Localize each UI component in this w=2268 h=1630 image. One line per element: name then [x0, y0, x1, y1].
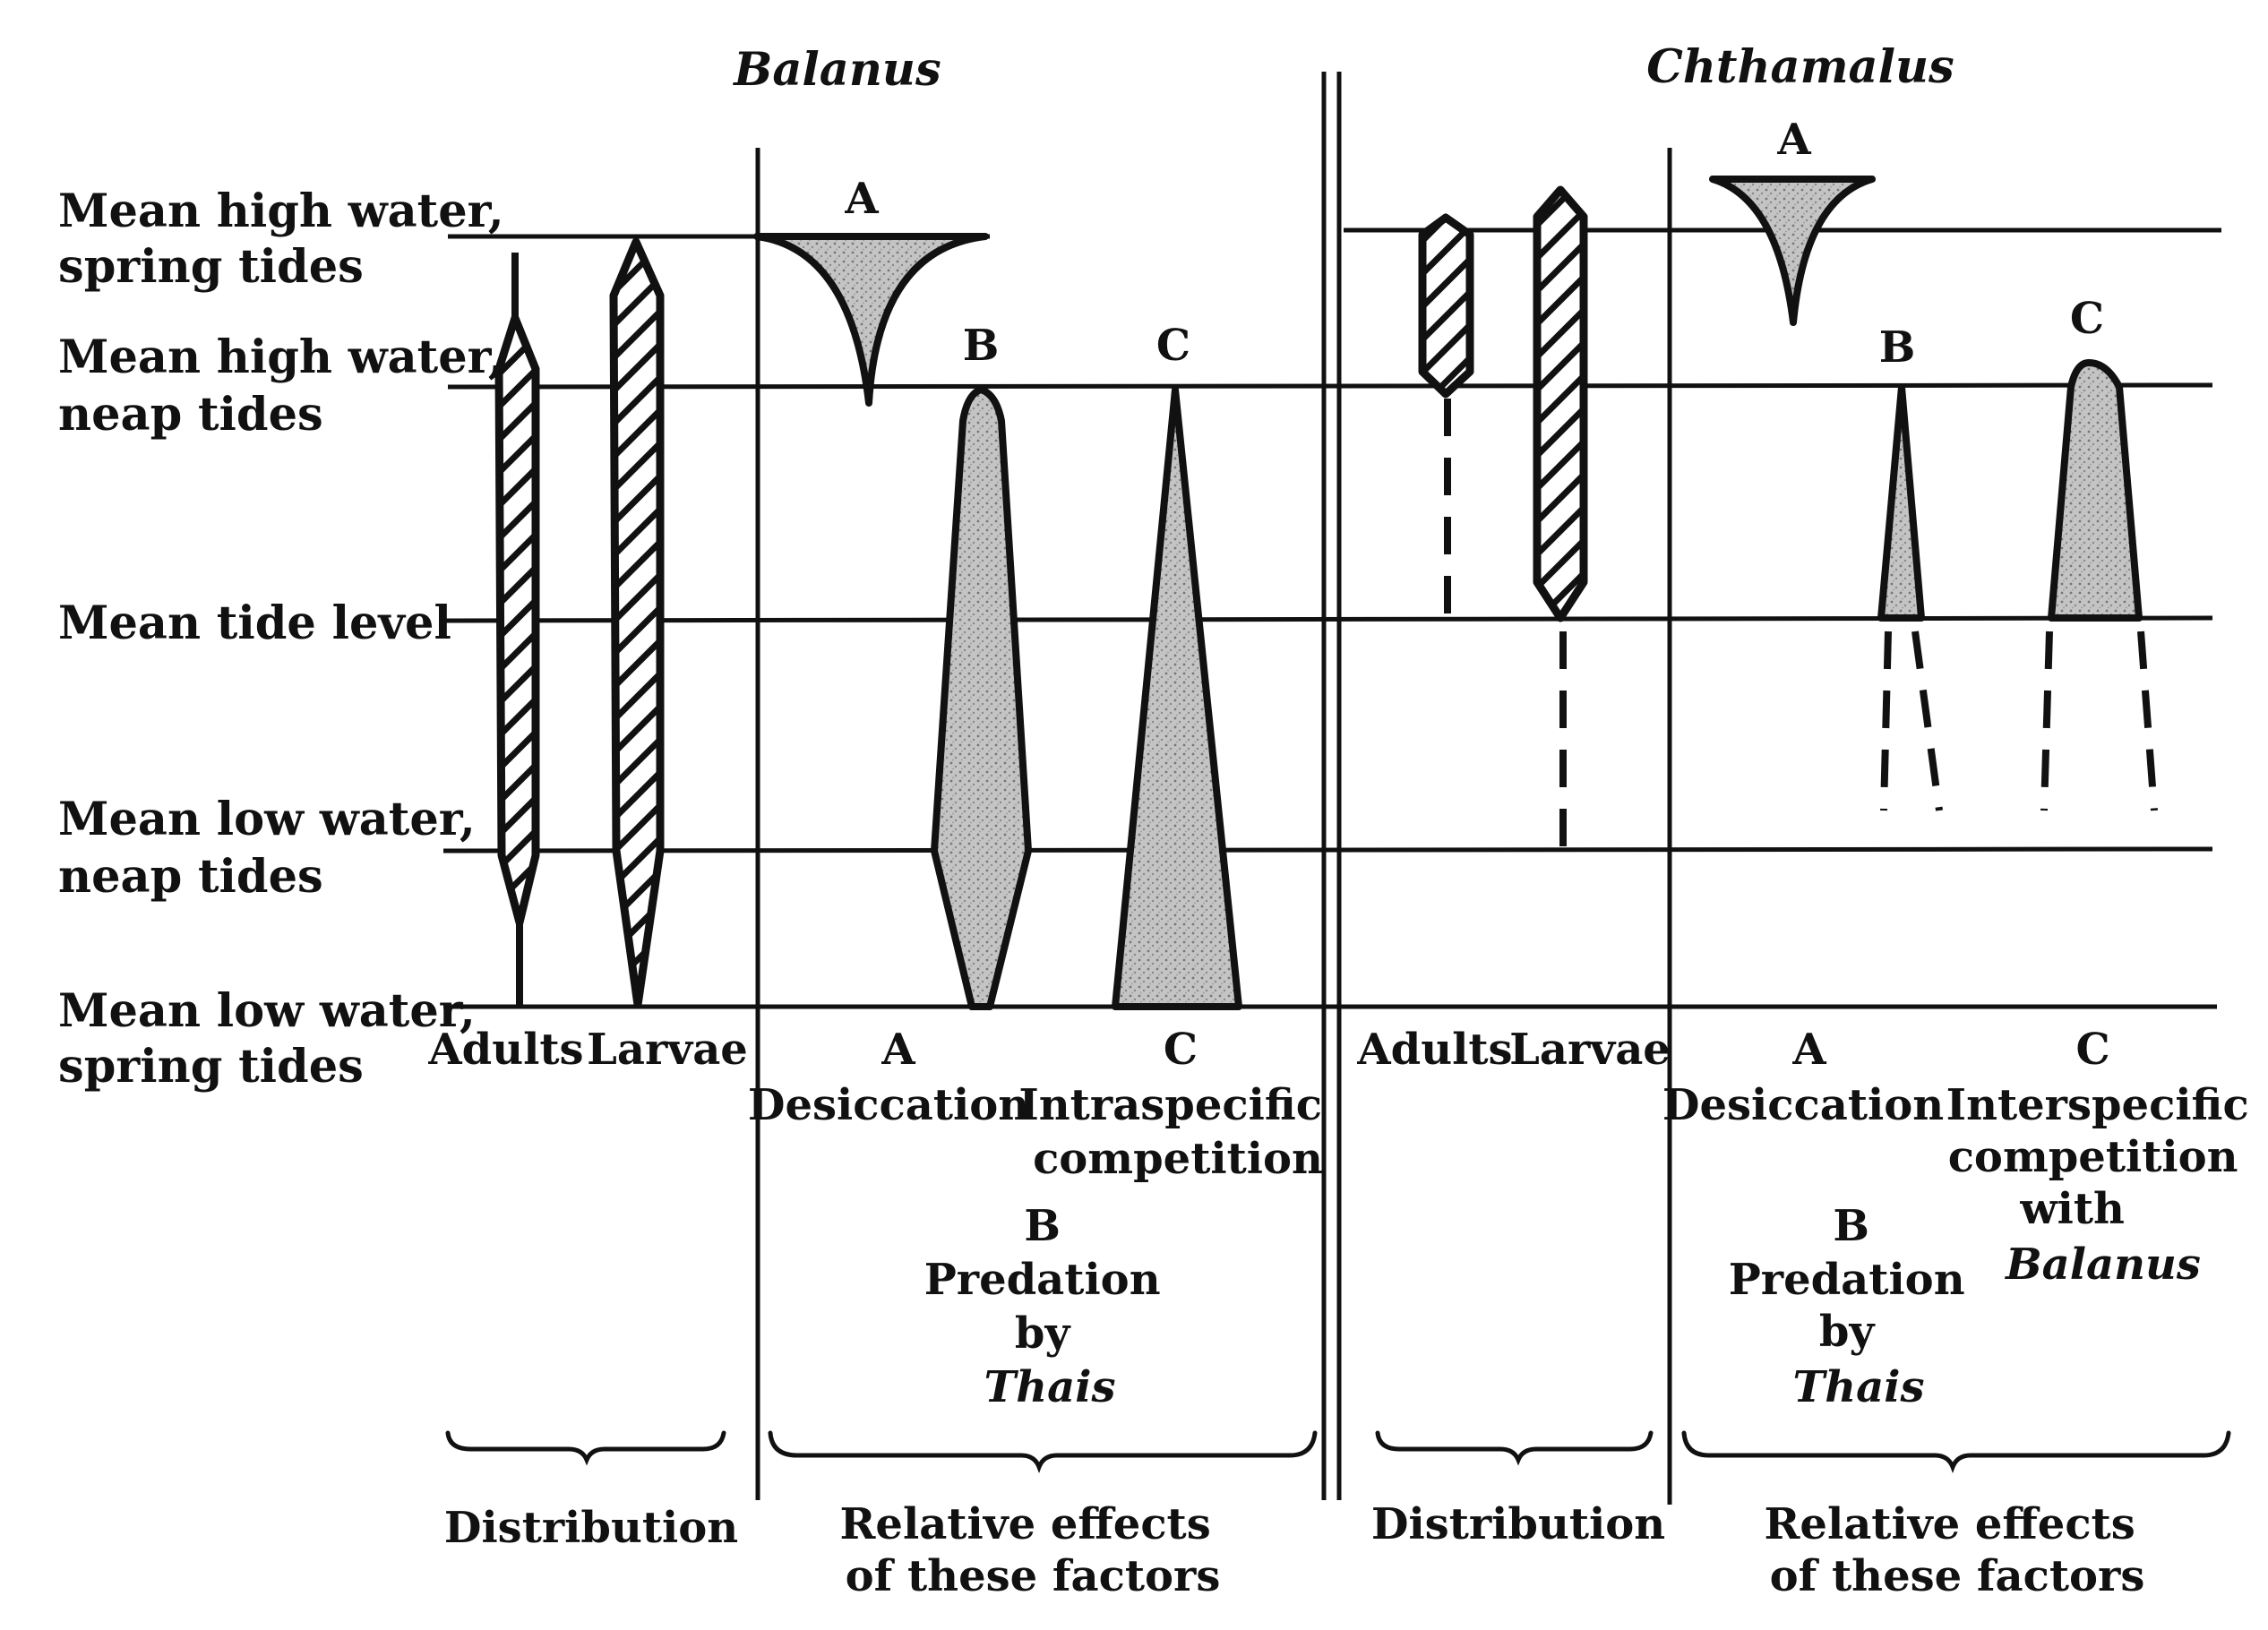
chthamalus-distribution-brace	[1375, 1430, 1654, 1466]
balanus-column-labels: Adults Larvae A Desiccation C Intraspeci…	[427, 1025, 1336, 1412]
balanus-factor-b-letter: B	[963, 321, 1000, 371]
label-mhw-spring: Mean high water, spring tides	[58, 184, 520, 294]
line-mean-tide	[442, 615, 2213, 623]
chthamalus-desiccation-label: Desiccation	[1662, 1080, 1944, 1130]
chthamalus-factor-b-letter: B	[1879, 322, 1916, 373]
balanus-factors: A B C	[753, 174, 1242, 1010]
line-mlw-neap	[442, 846, 2213, 854]
footer-labels: Distribution Relative effects of these f…	[444, 1499, 2151, 1601]
chthamalus-factor-a-shape	[1709, 176, 1876, 326]
balanus-larvae-bar	[609, 237, 665, 1009]
braces	[445, 1430, 2231, 1473]
chthamalus-factor-c-right-dash	[2137, 631, 2158, 811]
chthamalus-factor-b-left-dash	[1880, 631, 1892, 811]
balanus-desiccation-letter: A	[881, 1025, 915, 1075]
chthamalus-distribution-footer: Distribution	[1371, 1499, 1665, 1549]
chthamalus-factors-brace	[1681, 1430, 2231, 1473]
chthamalus-factor-b-right-dash	[1911, 631, 1943, 811]
balanus-desiccation-label: Desiccation	[748, 1080, 1029, 1130]
chthamalus-competition-label: C Interspecific competition with Balanus	[1946, 1025, 2264, 1290]
chthamalus-factor-c-letter: C	[2070, 294, 2104, 344]
balanus-distribution	[494, 237, 665, 1009]
label-mlw-spring: Mean low water, spring tides	[58, 984, 491, 1094]
balanus-competition-letter: C	[1164, 1025, 1198, 1075]
balanus-distribution-brace	[445, 1430, 726, 1466]
chthamalus-adults-bar	[1418, 213, 1474, 399]
chthamalus-factor-c-left-dash	[2040, 631, 2053, 811]
chthamalus-column-labels: Adults Larvae A Desiccation C Interspeci…	[1356, 1025, 2264, 1412]
chthamalus-larvae-bar	[1533, 185, 1588, 622]
section-dividers	[755, 72, 1672, 1505]
tide-level-labels: Mean high water, spring tides Mean high …	[58, 184, 520, 1094]
balanus-distribution-footer: Distribution	[444, 1503, 738, 1553]
balanus-larvae-label: Larvae	[587, 1025, 748, 1075]
balanus-competition-label: Intraspecific competition	[1018, 1080, 1336, 1184]
balanus-factor-b-shape	[931, 386, 1032, 1010]
label-mlw-neap: Mean low water, neap tides	[58, 793, 491, 904]
balanus-factors-footer: Relative effects of these factors	[840, 1499, 1226, 1601]
chthamalus-larvae-label: Larvae	[1509, 1025, 1671, 1075]
tide-level-lines	[442, 227, 2221, 1009]
balanus-adults-bar	[494, 313, 540, 927]
chthamalus-factors-footer: Relative effects of these factors	[1765, 1499, 2151, 1601]
chthamalus-factors: A B C	[1709, 115, 2158, 811]
balanus-predation-label: B Predation by Thais	[924, 1201, 1176, 1412]
balanus-adults-label: Adults	[427, 1025, 583, 1075]
chthamalus-distribution	[1418, 185, 1588, 851]
balanus-factor-a-letter: A	[844, 174, 879, 224]
chthamalus-title: Chthamalus	[1646, 40, 1954, 94]
chthamalus-factor-b-shape	[1877, 383, 1925, 622]
balanus-title: Balanus	[732, 43, 941, 97]
balanus-factor-a-shape	[753, 233, 989, 407]
line-mhw-neap	[447, 382, 2213, 390]
label-mhw-neap: Mean high water, neap tides	[58, 330, 520, 442]
chthamalus-adults-label: Adults	[1356, 1025, 1512, 1075]
chthamalus-factor-c-shape	[2048, 359, 2143, 622]
balanus-factors-brace	[768, 1430, 1318, 1473]
chthamalus-factor-a-letter: A	[1776, 115, 1811, 165]
balanus-factor-c-shape	[1112, 386, 1242, 1010]
balanus-factor-c-letter: C	[1156, 321, 1190, 371]
chthamalus-predation-label: B Predation by Thais	[1729, 1201, 1980, 1412]
label-mean-tide: Mean tide level	[58, 596, 451, 650]
chthamalus-desiccation-letter: A	[1791, 1025, 1826, 1075]
